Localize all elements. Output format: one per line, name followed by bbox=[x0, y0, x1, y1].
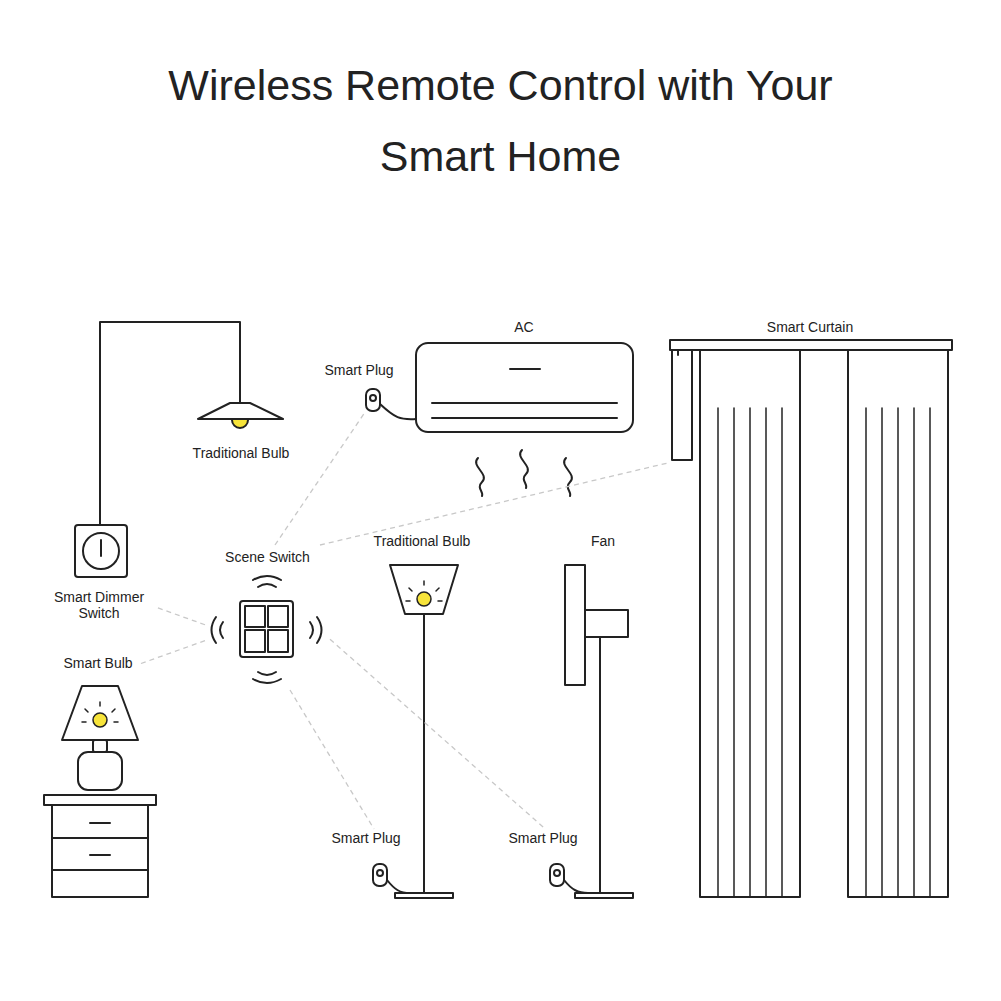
plug-icon bbox=[366, 389, 416, 419]
node-label: Scene Switch bbox=[225, 549, 310, 565]
scene-switch-node: Scene Switch bbox=[205, 545, 330, 690]
node-label: Smart Curtain bbox=[767, 319, 853, 335]
smart-dimmer-switch-node: Smart Dimmer Switch bbox=[42, 588, 156, 623]
node-label: Smart Bulb bbox=[63, 655, 132, 671]
smart-curtain-node: Smart Curtain bbox=[668, 318, 952, 900]
node-label: Smart Dimmer Switch bbox=[44, 589, 154, 621]
node-label: Smart Plug bbox=[508, 830, 577, 846]
ceiling-lamp bbox=[100, 322, 283, 525]
wireless-link bbox=[275, 414, 364, 545]
plug-icon bbox=[373, 864, 410, 893]
floor-lamp bbox=[390, 565, 458, 898]
wireless-link bbox=[156, 607, 205, 625]
plug-icon bbox=[550, 864, 588, 893]
device-label: Traditional Bulb bbox=[374, 533, 471, 549]
wireless-link bbox=[141, 641, 205, 664]
fan-icon bbox=[565, 565, 633, 898]
smart-bulb-node: Smart Bulb bbox=[55, 654, 141, 673]
scene-switch-icon bbox=[212, 576, 322, 683]
wireless-link bbox=[320, 463, 668, 545]
wireless-link bbox=[290, 690, 374, 829]
air-conditioner bbox=[416, 343, 633, 496]
device-label: Traditional Bulb bbox=[193, 445, 290, 461]
wireless-link bbox=[330, 639, 545, 829]
smart-plug-node: Smart Plug bbox=[326, 829, 406, 892]
smart-plug-node: Smart Plug bbox=[319, 361, 399, 414]
smart-curtain-icon bbox=[670, 340, 952, 897]
device-label: AC bbox=[514, 319, 533, 335]
smart-plug-node: Smart Plug bbox=[503, 829, 583, 892]
node-label: Smart Plug bbox=[324, 362, 393, 378]
table-lamp bbox=[62, 686, 138, 790]
nightstand bbox=[44, 795, 156, 897]
dimmer-switch-icon bbox=[75, 525, 127, 577]
title: Wireless Remote Control with Your Smart … bbox=[150, 50, 851, 192]
node-label: Smart Plug bbox=[331, 830, 400, 846]
device-label: Fan bbox=[591, 533, 615, 549]
